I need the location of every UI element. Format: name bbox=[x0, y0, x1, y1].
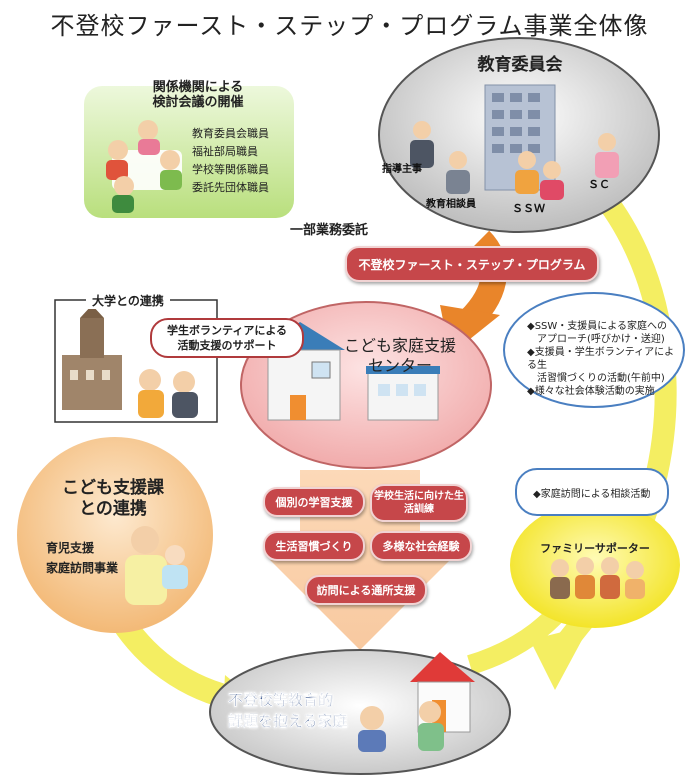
university-building bbox=[62, 305, 122, 410]
council-heading: 関係機関による 検討会議の開催 bbox=[98, 80, 298, 110]
supporter-ellipse bbox=[510, 502, 680, 628]
center-title-line1: こども家庭支援 bbox=[343, 336, 456, 355]
supporter-bubble-text: ◆家庭訪問による相談活動 bbox=[533, 489, 651, 500]
service-life-habits: 生活習慣づくり bbox=[263, 531, 365, 561]
volunteer-support-line1: 学生ボランティアによる bbox=[166, 324, 287, 337]
child-support-circle bbox=[17, 437, 213, 633]
families-line2: 課題を抱える家庭 bbox=[228, 712, 348, 730]
program-bubble-line: ◆様々な社会体験活動の実施 bbox=[527, 386, 655, 397]
child-support-items: 育児支援 家庭訪問事業 bbox=[46, 538, 118, 578]
board-role-soudan: 教育相談員 bbox=[426, 199, 476, 210]
program-bubble: ◆SSW・支援員による家庭への アプローチ(呼びかけ・送迎) ◆支援員・学生ボラ… bbox=[503, 292, 685, 408]
program-bubble-line: アプローチ(呼びかけ・送迎) bbox=[537, 334, 665, 345]
child-support-title-line1: こども支援課 bbox=[62, 478, 164, 498]
service-individual-study: 個別の学習支援 bbox=[263, 487, 365, 517]
program-pill: 不登校ファースト・ステップ・プログラム bbox=[345, 246, 599, 282]
council-heading-line1: 関係機関による bbox=[152, 80, 244, 95]
council-member: 福祉部局職員 bbox=[192, 145, 258, 158]
volunteer-support-bubble: 学生ボランティアによる 活動支援のサポート bbox=[150, 318, 304, 358]
child-support-item: 育児支援 bbox=[46, 541, 95, 555]
service-school-life-training: 学校生活に向けた生活訓練 bbox=[370, 484, 468, 522]
university-students bbox=[138, 369, 198, 418]
mother-baby-illustration bbox=[125, 526, 188, 605]
outsourcing-label: 一部業務委託 bbox=[290, 223, 369, 238]
yellow-arc-arrowhead bbox=[530, 625, 590, 690]
supporter-people bbox=[550, 557, 645, 599]
page-title: 不登校ファースト・ステップ・プログラム事業全体像 bbox=[50, 12, 649, 40]
child-support-title: こども支援課 との連携 bbox=[38, 478, 188, 520]
program-bubble-line: ◆支援員・学生ボランティアによる生 bbox=[527, 347, 675, 371]
board-role-ssw: ＳＳＷ bbox=[512, 202, 545, 215]
center-title: こども家庭支援 センター bbox=[330, 336, 470, 376]
supporter-bubble: ◆家庭訪問による相談活動 bbox=[515, 468, 669, 516]
board-title: 教育委員会 bbox=[477, 55, 563, 75]
family-people bbox=[358, 701, 444, 752]
families-line1: 不登校等教育的 bbox=[228, 691, 334, 709]
families-label: 不登校等教育的 課題を抱える家庭 bbox=[228, 690, 348, 732]
supporter-label: ファミリーサポーター bbox=[540, 542, 650, 555]
university-label: 大学との連携 bbox=[86, 292, 170, 309]
program-bubble-line: 活習慣づくりの活動(午前中) bbox=[537, 373, 665, 384]
board-people bbox=[410, 121, 619, 200]
council-member: 教育委員会職員 bbox=[192, 127, 269, 140]
service-social-experience: 多様な社会経験 bbox=[370, 531, 472, 561]
center-houses bbox=[262, 322, 440, 421]
council-member: 学校等関係職員 bbox=[192, 163, 269, 176]
child-support-item: 家庭訪問事業 bbox=[46, 561, 119, 575]
child-support-title-line2: との連携 bbox=[79, 499, 147, 519]
council-members: 教育委員会職員 福祉部局職員 学校等関係職員 委託先団体職員 bbox=[192, 125, 269, 197]
volunteer-support-line2: 活動支援のサポート bbox=[177, 339, 277, 352]
council-people bbox=[106, 120, 182, 213]
council-heading-line2: 検討会議の開催 bbox=[152, 95, 244, 110]
board-role-sc: ＳＣ bbox=[588, 178, 610, 191]
center-title-line2: センター bbox=[367, 356, 432, 375]
program-bubble-line: ◆SSW・支援員による家庭への bbox=[527, 321, 667, 332]
council-member: 委託先団体職員 bbox=[192, 181, 269, 194]
board-role-shidou: 指導主事 bbox=[382, 164, 422, 175]
service-visit-support: 訪問による通所支援 bbox=[305, 575, 427, 605]
